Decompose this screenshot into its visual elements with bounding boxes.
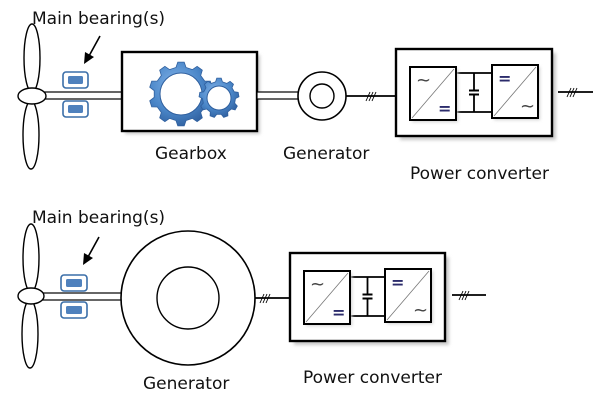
generator-rotor (156, 266, 220, 330)
geared-drivetrain: Main bearing(s) Gearbox (17, 9, 593, 184)
dc-symbol-icon: = (438, 99, 451, 118)
power-converter-label: Power converter (303, 368, 442, 388)
rectifier-block: ~= (303, 270, 352, 326)
dc-link (350, 276, 385, 317)
inverter-block: =~ (491, 64, 540, 120)
rotor (17, 23, 47, 170)
gearbox-label: Gearbox (155, 144, 227, 164)
generator-rotor (309, 83, 335, 109)
main-bearings (60, 274, 88, 319)
three-phase-hash-icon (259, 293, 271, 304)
main-bearings (62, 71, 89, 118)
power-converter-label: Power converter (410, 164, 549, 184)
generator-label: Generator (283, 144, 369, 164)
capacitor-icon (469, 89, 479, 96)
capacitor-icon (362, 293, 373, 300)
ac-symbol-icon: ~ (413, 300, 428, 321)
bearing-lower-core (66, 306, 82, 314)
main-bearing-label: Main bearing(s) (32, 208, 165, 228)
blade-upper (22, 223, 40, 293)
grid-three-phase-hash-icon (458, 290, 470, 301)
rotor-hub (17, 287, 45, 305)
bearing-arrow-head (84, 52, 94, 64)
direct-drive-drivetrain: Main bearing(s) Generator ~==~ Power c (17, 208, 486, 394)
gears-icon (149, 61, 240, 127)
diagonal-divider (493, 66, 537, 117)
power-converter: ~==~ (394, 47, 556, 140)
blade-upper (23, 23, 41, 93)
ac-symbol-icon: ~ (520, 96, 535, 117)
bearing-upper-core (66, 279, 82, 287)
grid-three-phase-hash-icon (566, 87, 578, 98)
dc-link (456, 72, 492, 113)
bearing-arrow-shaft (87, 236, 100, 258)
rotor-hub (17, 87, 47, 105)
high-speed-shaft (256, 91, 300, 100)
bearing-lower-core (68, 105, 83, 113)
blade-lower (21, 299, 39, 369)
gearbox (120, 50, 260, 134)
small-gear-icon (198, 77, 240, 118)
inverter-block: =~ (384, 268, 433, 324)
bearing-arrow-head (83, 253, 93, 265)
ac-symbol-icon: ~ (310, 274, 325, 295)
blade-lower (22, 100, 40, 170)
generator-label: Generator (143, 374, 229, 394)
large-gear-icon (149, 61, 213, 127)
diagonal-divider (305, 272, 349, 323)
main-bearing-label: Main bearing(s) (32, 9, 165, 29)
three-phase-hash-icon (365, 91, 377, 102)
dc-symbol-icon: = (332, 303, 345, 322)
generator (297, 71, 347, 121)
rotor (17, 223, 45, 369)
power-converter: ~==~ (288, 251, 449, 345)
bearing-arrow-shaft (88, 35, 101, 57)
dc-symbol-icon: = (391, 273, 404, 292)
low-speed-shaft (39, 91, 123, 100)
bearing-upper-core (68, 76, 83, 84)
main-shaft (39, 292, 123, 301)
diagonal-divider (386, 270, 430, 321)
diagonal-divider (411, 68, 455, 119)
ac-symbol-icon: ~ (416, 70, 431, 91)
generator (120, 230, 256, 366)
rectifier-block: ~= (409, 66, 458, 122)
dc-symbol-icon: = (498, 69, 511, 88)
